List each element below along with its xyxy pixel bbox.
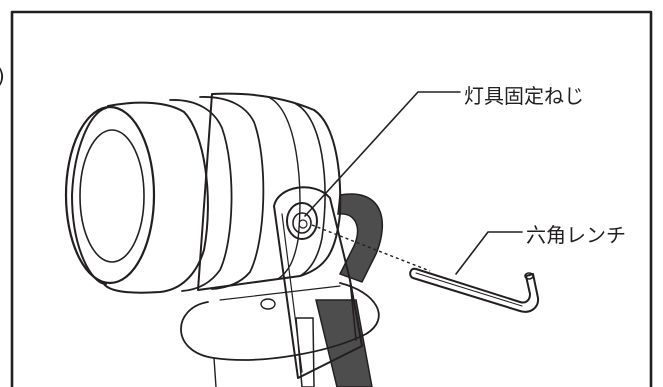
fixing-screw <box>286 202 318 240</box>
callout-hex-wrench: 六角レンチ <box>455 223 626 275</box>
fixing-screw-label: 灯具固定ねじ <box>464 84 584 108</box>
frame <box>10 10 653 387</box>
mounting-base <box>180 282 380 387</box>
light-body <box>64 92 342 294</box>
hex-wrench <box>409 267 540 313</box>
callout-fixing-screw: 灯具固定ねじ <box>304 84 584 217</box>
edge-mark: ) <box>0 64 5 88</box>
curved-bracket <box>337 193 384 283</box>
mounting-bracket <box>273 186 363 379</box>
hex-wrench-label: 六角レンチ <box>526 223 626 247</box>
